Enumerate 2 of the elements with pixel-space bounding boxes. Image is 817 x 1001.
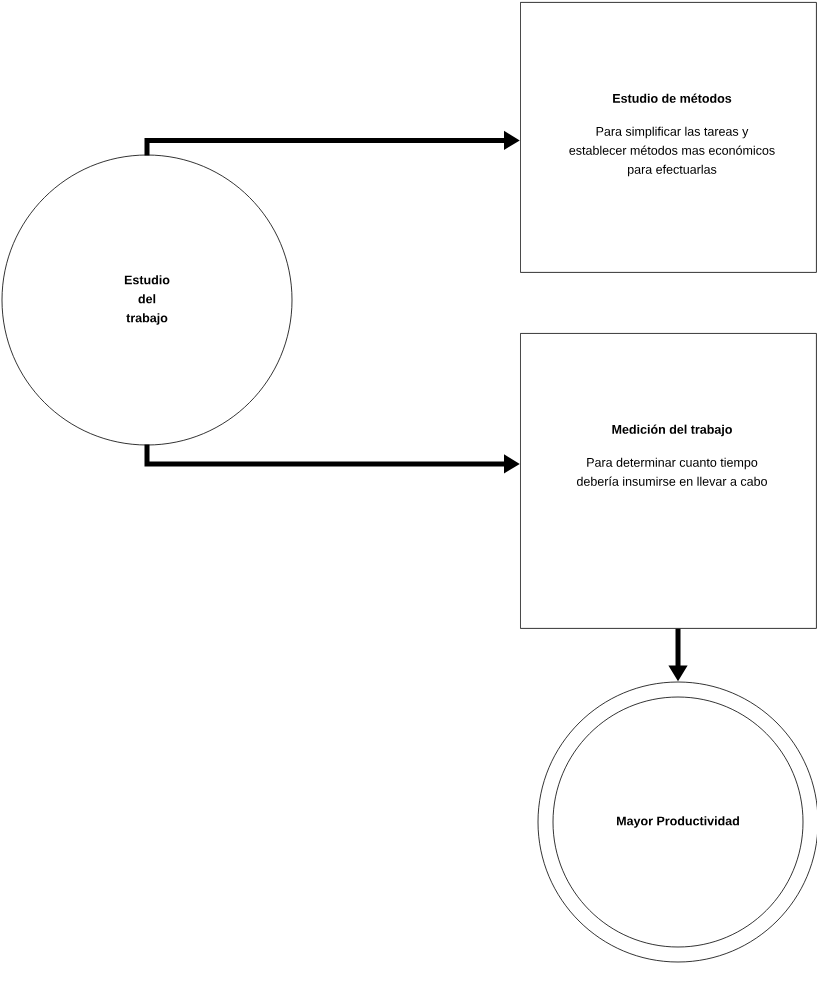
process-box: Medición del trabajo Para determinar cuanto tiempo debería insumirse en llevar a cabo bbox=[520, 333, 817, 629]
process-box: Estudio de métodos Para simplificar las tareas y establecer métodos mas económicos para efectuarlas bbox=[520, 2, 817, 273]
